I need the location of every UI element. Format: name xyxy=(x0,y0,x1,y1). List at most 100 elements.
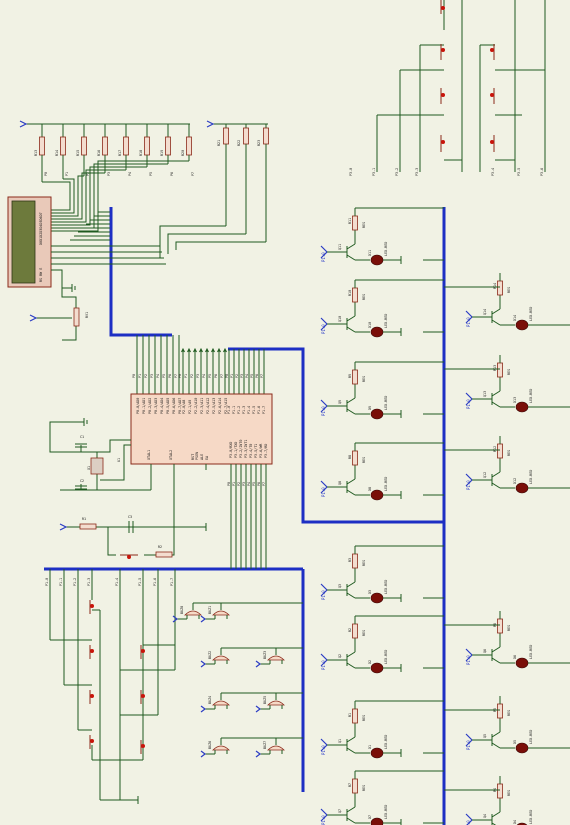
pin-num: P2 xyxy=(144,374,148,378)
pin-num: P7 xyxy=(220,374,224,378)
input-label: P1.0 xyxy=(321,815,326,825)
pin-num: P1 xyxy=(232,482,236,486)
mcu-pin: P1.2 xyxy=(237,406,241,414)
pin-num: P2 xyxy=(190,374,194,378)
resistor-label: R14 xyxy=(55,150,59,156)
pin-num: P3 xyxy=(240,374,244,378)
pin-num: P4 xyxy=(247,482,251,486)
mcu-pin: P1.5 xyxy=(252,406,256,414)
bus-lines xyxy=(44,207,446,825)
led-label: D10 xyxy=(368,322,372,328)
net-label: P3.1 xyxy=(372,168,376,176)
crystal-cap-label: C2 xyxy=(80,479,84,483)
led-label: D5 xyxy=(513,740,517,744)
led xyxy=(370,254,384,266)
crystal-cap-label: C1 xyxy=(80,435,84,439)
mcu-pin: XTAL2 xyxy=(169,450,173,460)
input-label: P1.0 xyxy=(466,820,471,825)
transistor-label: Q7 xyxy=(338,809,342,813)
mcu-pin: P1.0 xyxy=(227,406,231,414)
resistor-label: R15 xyxy=(76,150,80,156)
resistor xyxy=(497,443,503,459)
buzzer xyxy=(184,610,202,616)
input-label: P1.0 xyxy=(466,655,471,665)
mcu-pin: P3.2/INT0 xyxy=(239,440,243,458)
mcu-pin: P1.6 xyxy=(257,406,261,414)
led-type: LED-RED xyxy=(529,810,533,824)
resistor-value: RES xyxy=(507,790,511,796)
transistor-label: Q1 xyxy=(338,739,342,743)
transistor-label: Q14 xyxy=(483,309,487,315)
resistor-value: RES xyxy=(362,222,366,228)
pin-num: P1 xyxy=(230,374,234,378)
resistor-label: R1 xyxy=(348,713,352,717)
pin-num: P0 xyxy=(227,482,231,486)
pin-num: P2 xyxy=(235,374,239,378)
mcu-pin: P2.0/A8 xyxy=(182,400,186,414)
led xyxy=(515,401,529,413)
resistor-value: RES xyxy=(507,450,511,456)
transistor-label: Q6 xyxy=(483,649,487,653)
mcu-pin: P0.0/AD0 xyxy=(136,398,140,414)
input-label: P1.0 xyxy=(321,745,326,755)
led xyxy=(370,662,384,674)
resistor xyxy=(497,362,503,378)
mcu-pin: P2.7/A15 xyxy=(224,398,228,414)
mcu-pin: P1.7 xyxy=(262,406,266,414)
resistor xyxy=(144,136,150,156)
resistor-value: RES xyxy=(362,457,366,463)
resistor-label: R16 xyxy=(97,150,101,156)
resistor-value: RES xyxy=(362,560,366,566)
resistor-label: R14 xyxy=(493,283,497,289)
input-label: P1.0 xyxy=(321,252,326,262)
led-type: LED-RED xyxy=(384,580,388,594)
potentiometer-rv1: RV1 xyxy=(29,269,89,341)
pin-num: P4 xyxy=(202,374,206,378)
resistor xyxy=(39,136,45,156)
transistor-label: Q5 xyxy=(483,734,487,738)
led-type: LED-RED xyxy=(529,389,533,403)
resistor xyxy=(60,136,66,156)
led xyxy=(370,489,384,501)
net-label: P3.5 xyxy=(517,168,521,176)
led-label: D8 xyxy=(368,487,372,491)
mcu-pin: XTAL1 xyxy=(147,450,151,460)
switch-actuator xyxy=(90,649,94,653)
led xyxy=(515,742,529,754)
pin-num: P7 xyxy=(262,482,266,486)
buzzer xyxy=(212,700,230,706)
crystal-circuit: C1 C2 X1 xyxy=(49,418,152,491)
mcu-label: U1 xyxy=(117,458,121,462)
resistor xyxy=(352,778,358,794)
resistor-label: R13 xyxy=(34,150,38,156)
resistor-label: R2 xyxy=(348,628,352,632)
net-label: P1.0 xyxy=(45,578,49,586)
buzzer-label: BUZ6 xyxy=(208,741,212,749)
resistor xyxy=(497,783,503,799)
led-label: D12 xyxy=(513,478,517,484)
net-label: P1.3 xyxy=(87,578,91,586)
resistor-label: R7 xyxy=(348,783,352,787)
resistor-label: R3 xyxy=(348,558,352,562)
pin-num: P3 xyxy=(242,482,246,486)
resistor-value: RES xyxy=(362,294,366,300)
pin-num: P0 xyxy=(225,374,229,378)
resistor-value: RES xyxy=(507,710,511,716)
mcu-pin: EA xyxy=(205,456,209,460)
buzzer-label: BUZ8 xyxy=(180,606,184,614)
resistor-label: R18 xyxy=(139,150,143,156)
mcu-pin: P3.6/WR xyxy=(259,443,263,458)
switch-actuator xyxy=(141,744,145,748)
buzzer-label: BUZ5 xyxy=(263,696,267,704)
pin-num: P6 xyxy=(214,374,218,378)
pot-label: RV1 xyxy=(85,312,89,318)
resistor-value: RES xyxy=(362,785,366,791)
pin-num: P3 xyxy=(150,374,154,378)
led xyxy=(370,326,384,338)
lcd-display: D0D1D2D3D4D5D6D7 RS RW E xyxy=(7,196,266,288)
pin-num: P7 xyxy=(174,374,178,378)
